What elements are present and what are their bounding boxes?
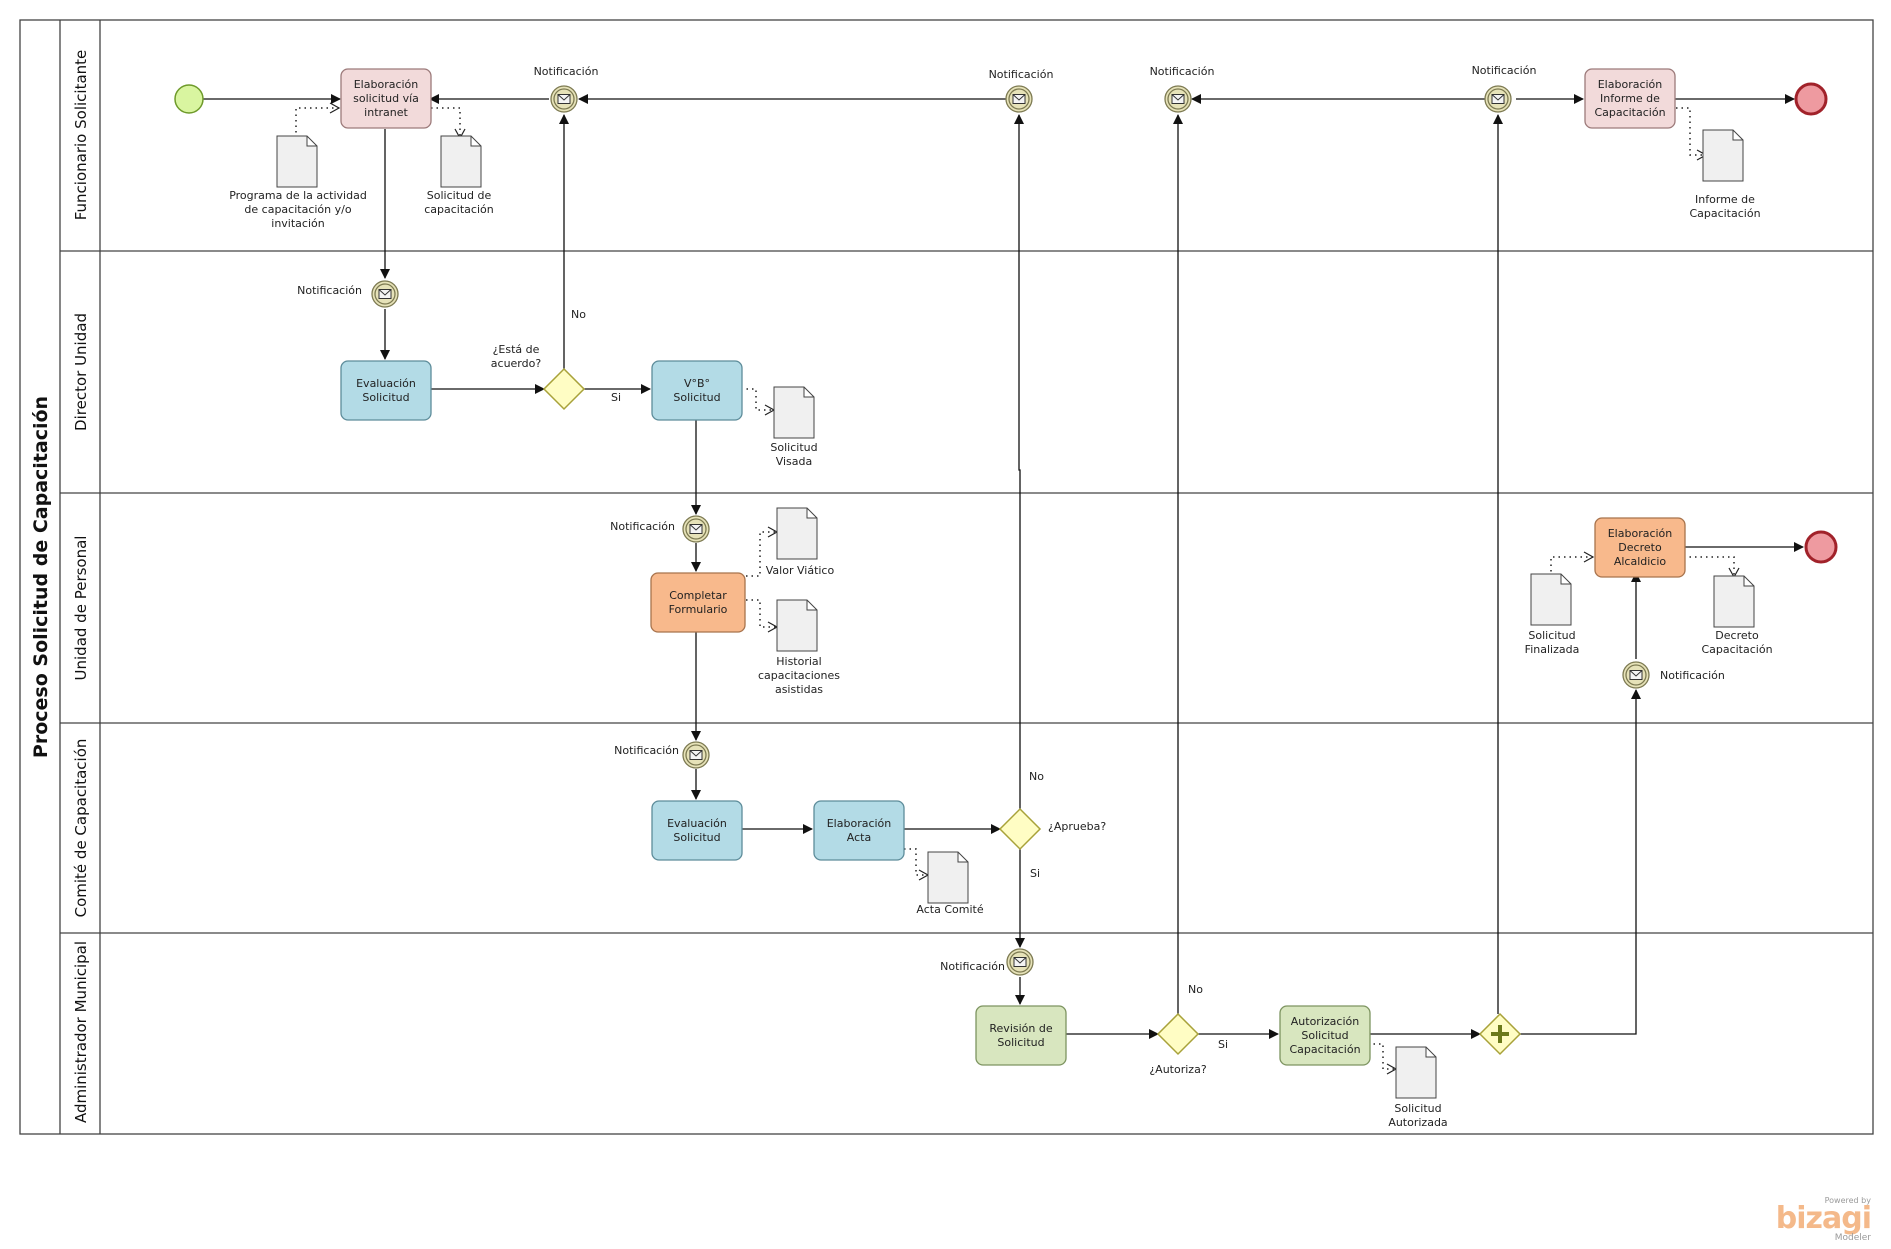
- bizagi-branding: Powered by bizagi Modeler: [1775, 1196, 1872, 1243]
- document-icon-historial: [776, 599, 818, 652]
- lane-title-personal: Unidad de Personal: [72, 536, 90, 681]
- start-event[interactable]: [174, 84, 204, 114]
- parallel-gateway[interactable]: [1478, 1012, 1522, 1056]
- sequence-flows: [203, 94, 1804, 1039]
- powered-by-text: Powered by: [1824, 1196, 1871, 1205]
- gateway-esta-de-acuerdo[interactable]: [542, 367, 586, 411]
- document-icon-solicitud: [440, 135, 482, 188]
- lane-title-director: Director Unidad: [72, 313, 90, 431]
- gateway-aprueba[interactable]: [998, 807, 1042, 851]
- gateway-question-autoriza: ¿Autoriza?: [1149, 1063, 1206, 1076]
- gateway-no-label-1: No: [571, 308, 586, 321]
- document-icon-decreto: [1713, 575, 1755, 628]
- modeler-text: Modeler: [1834, 1233, 1871, 1243]
- lane-title-administrador: Administrador Municipal: [72, 941, 90, 1123]
- end-event-decreto[interactable]: [1804, 530, 1838, 564]
- document-icon-solicitud-finalizada: [1530, 573, 1572, 626]
- notification-event-8[interactable]: [1622, 661, 1650, 689]
- notification-event-7[interactable]: [682, 741, 710, 769]
- pool-title: Proceso Solicitud de Capacitación: [30, 396, 52, 758]
- notification-label-3: Notificación: [1150, 65, 1215, 78]
- notification-label-6: Notificación: [610, 520, 675, 533]
- document-icon-valor-viatico: [776, 507, 818, 560]
- document-icon-acta: [927, 851, 969, 904]
- notification-event-4[interactable]: [1484, 85, 1512, 113]
- document-icon-informe: [1702, 129, 1744, 182]
- document-icon-programa: [276, 135, 318, 188]
- gateway-yes-label-1: Si: [611, 391, 621, 404]
- notification-label-5: Notificación: [297, 284, 362, 297]
- gateway-no-label-3: No: [1188, 983, 1203, 996]
- notification-label-2: Notificación: [989, 68, 1054, 81]
- gateway-yes-label-2: Si: [1030, 867, 1040, 880]
- notification-label-9: Notificación: [940, 960, 1005, 973]
- document-icon-solicitud-visada: [773, 386, 815, 439]
- gateway-autoriza[interactable]: [1156, 1012, 1200, 1056]
- notification-event-1[interactable]: [550, 85, 578, 113]
- notification-event-9[interactable]: [1006, 948, 1034, 976]
- lane-title-comite: Comité de Capacitación: [72, 739, 90, 918]
- gateway-question-aprueba: ¿Aprueba?: [1048, 820, 1106, 833]
- document-icon-solicitud-autorizada: [1395, 1046, 1437, 1099]
- end-event-informe[interactable]: [1794, 82, 1828, 116]
- notification-label-1: Notificación: [534, 65, 599, 78]
- gateway-yes-label-3: Si: [1218, 1038, 1228, 1051]
- notification-label-7: Notificación: [614, 744, 679, 757]
- notification-event-2[interactable]: [1005, 85, 1033, 113]
- document-label-acta: Acta Comité: [916, 903, 983, 916]
- lane-title-funcionario: Funcionario Solicitante: [72, 50, 90, 221]
- notification-event-6[interactable]: [682, 515, 710, 543]
- associations: [295, 102, 1740, 1075]
- document-label-valor-viatico: Valor Viático: [766, 564, 835, 577]
- task-vobo-solicitud[interactable]: V°B°Solicitud: [651, 360, 743, 421]
- notification-label-4: Notificación: [1472, 64, 1537, 77]
- bizagi-logo: bizagi: [1775, 1201, 1872, 1236]
- notification-event-5[interactable]: [371, 280, 399, 308]
- svg-text:V°B°Solicitud: V°B°Solicitud: [673, 377, 720, 404]
- notification-label-8: Notificación: [1660, 669, 1725, 682]
- notification-event-3[interactable]: [1164, 85, 1192, 113]
- gateway-no-label-2: No: [1029, 770, 1044, 783]
